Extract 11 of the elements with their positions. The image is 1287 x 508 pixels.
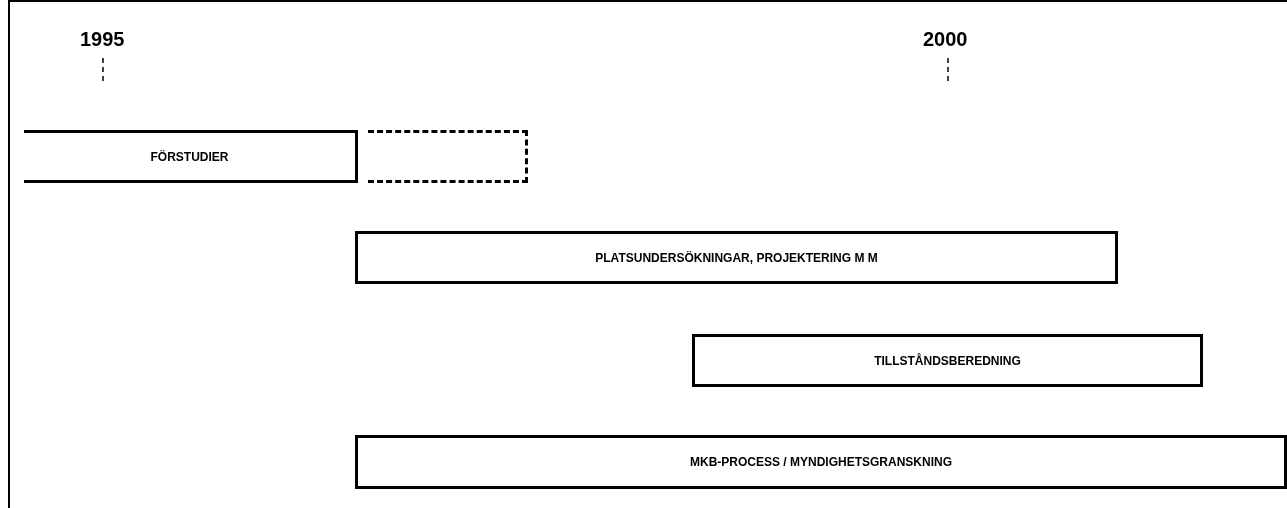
year-label: 2000: [923, 28, 968, 51]
bar-label: TILLSTÅNDSBEREDNING: [874, 353, 1021, 368]
year-label: 1995: [80, 28, 125, 51]
timeline-bar: [24, 130, 358, 183]
timeline-bar: [355, 231, 1118, 284]
timeline-bar: [355, 435, 1287, 489]
timeline-bar: [692, 334, 1203, 387]
dashed-extension-bar: [368, 130, 528, 183]
bar-label: PLATSUNDERSÖKNINGAR, PROJEKTERING M M: [595, 250, 878, 265]
bar-label: MKB-PROCESS / MYNDIGHETSGRANSKNING: [690, 455, 952, 469]
bar-label: FÖRSTUDIER: [150, 149, 229, 164]
